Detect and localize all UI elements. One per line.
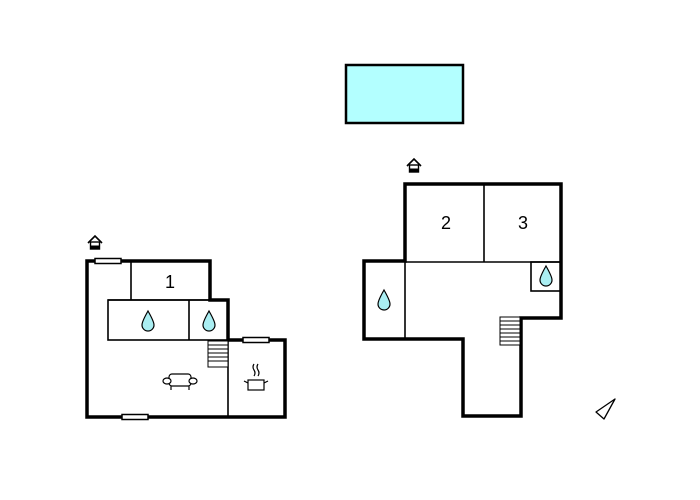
room-2-label: 2: [441, 213, 451, 233]
outer-wall: [362, 182, 563, 418]
entrance-icon: [406, 157, 422, 173]
water-drop-icon: [141, 309, 155, 332]
window: [242, 336, 270, 344]
water-drop-icon: [202, 309, 216, 332]
room-1-label: 1: [165, 272, 175, 292]
cooking-pot-icon: [243, 363, 269, 391]
entrance-icon: [87, 234, 103, 250]
pool: [344, 63, 465, 125]
upper-floor-plan: 2 3: [362, 157, 563, 418]
sofa-icon: [162, 373, 198, 390]
north-arrow-icon: [595, 398, 616, 420]
ground-floor-plan: 1: [85, 234, 287, 421]
water-drop-icon: [539, 264, 553, 287]
window: [121, 413, 149, 421]
room-3-label: 3: [518, 213, 528, 233]
stairs-icon: [499, 316, 521, 346]
window: [94, 257, 122, 265]
stairs-icon: [207, 340, 229, 368]
water-drop-icon: [377, 288, 391, 311]
